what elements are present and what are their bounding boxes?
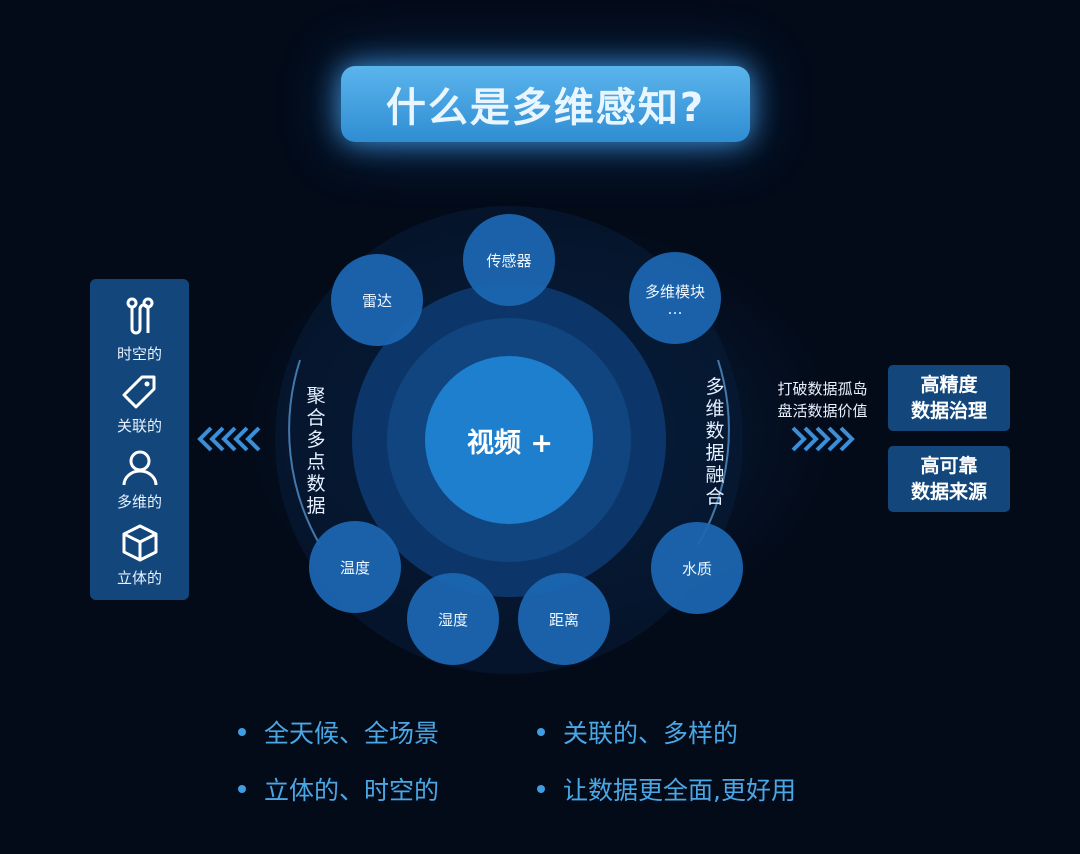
left-panel: 时空的 关联的 多维的 立体的 [90,279,189,600]
right-box-line2: 数据治理 [910,400,987,422]
bubble-label: 水质 [681,559,712,578]
right-box-line1: 高可靠 [920,455,978,477]
center-label: 视频 + [466,427,554,459]
bullet-item: 立体的、时空的 [238,771,439,807]
bubble-radar: 雷达 [331,254,423,346]
bullet-dot-icon [238,785,246,793]
right-box-line2: 数据来源 [910,481,987,503]
bullet-dot-icon [238,728,246,736]
bubble-label: 距离 [548,610,579,629]
bullet-text: 立体的、时空的 [264,776,440,805]
bullet-item: 让数据更全面,更好用 [537,771,796,807]
bullet-item: 关联的、多样的 [537,714,738,750]
cube-icon [122,524,157,562]
user-icon [122,450,157,486]
bubble-label: 雷达 [361,291,392,310]
ring-core [425,356,593,524]
bullet-item: 全天候、全场景 [238,714,439,750]
left-item-label: 多维的 [116,493,162,511]
right-box-reliable: 高可靠 数据来源 [888,446,1010,512]
chevrons-left-icon [197,426,261,452]
bubble-label: 湿度 [437,610,468,629]
bubble-distance: 距离 [518,573,610,665]
bubble-sub-label: … [667,299,683,318]
side-note: 打破数据孤岛 盘活数据价值 [765,378,880,422]
arc-label-left: 聚合多点数据 [305,385,327,517]
chevrons-right-icon [791,426,855,452]
left-item-spatiotemporal: 时空的 [90,297,189,364]
side-note-line2: 盘活数据价值 [777,402,868,420]
bubble-module: 多维模块 … [629,252,721,344]
tag-icon [122,375,155,409]
right-box-precision: 高精度 数据治理 [888,365,1010,431]
side-note-line1: 打破数据孤岛 [777,380,868,398]
bubble-sensor: 传感器 [463,214,555,306]
bubble-humidity: 湿度 [407,573,499,665]
left-item-related: 关联的 [90,373,189,436]
timeline-icon [126,297,153,335]
bubble-label: 传感器 [486,251,532,270]
bullet-dot-icon [537,785,545,793]
bubble-temperature: 温度 [309,521,401,613]
left-item-label: 时空的 [116,345,162,363]
arc-label-right-text: 多维数据融合 [705,376,725,508]
left-item-label: 关联的 [116,417,162,435]
bullet-dot-icon [537,728,545,736]
left-item-label: 立体的 [116,569,162,587]
bubble-label: 多维模块 [644,282,705,301]
bubble-water-quality: 水质 [651,522,743,614]
arc-label-left-text: 聚合多点数据 [306,385,326,517]
left-item-multidim: 多维的 [90,449,189,512]
bullet-text: 让数据更全面,更好用 [563,776,796,805]
bubble-label: 温度 [339,558,370,577]
arc-label-right: 多维数据融合 [704,376,726,508]
bullet-text: 全天候、全场景 [264,719,440,748]
left-arc [288,359,321,546]
bullet-text: 关联的、多样的 [563,719,739,748]
page-title: 什么是多维感知? [341,66,750,142]
right-box-line1: 高精度 [920,374,978,396]
left-item-3d: 立体的 [90,523,189,588]
